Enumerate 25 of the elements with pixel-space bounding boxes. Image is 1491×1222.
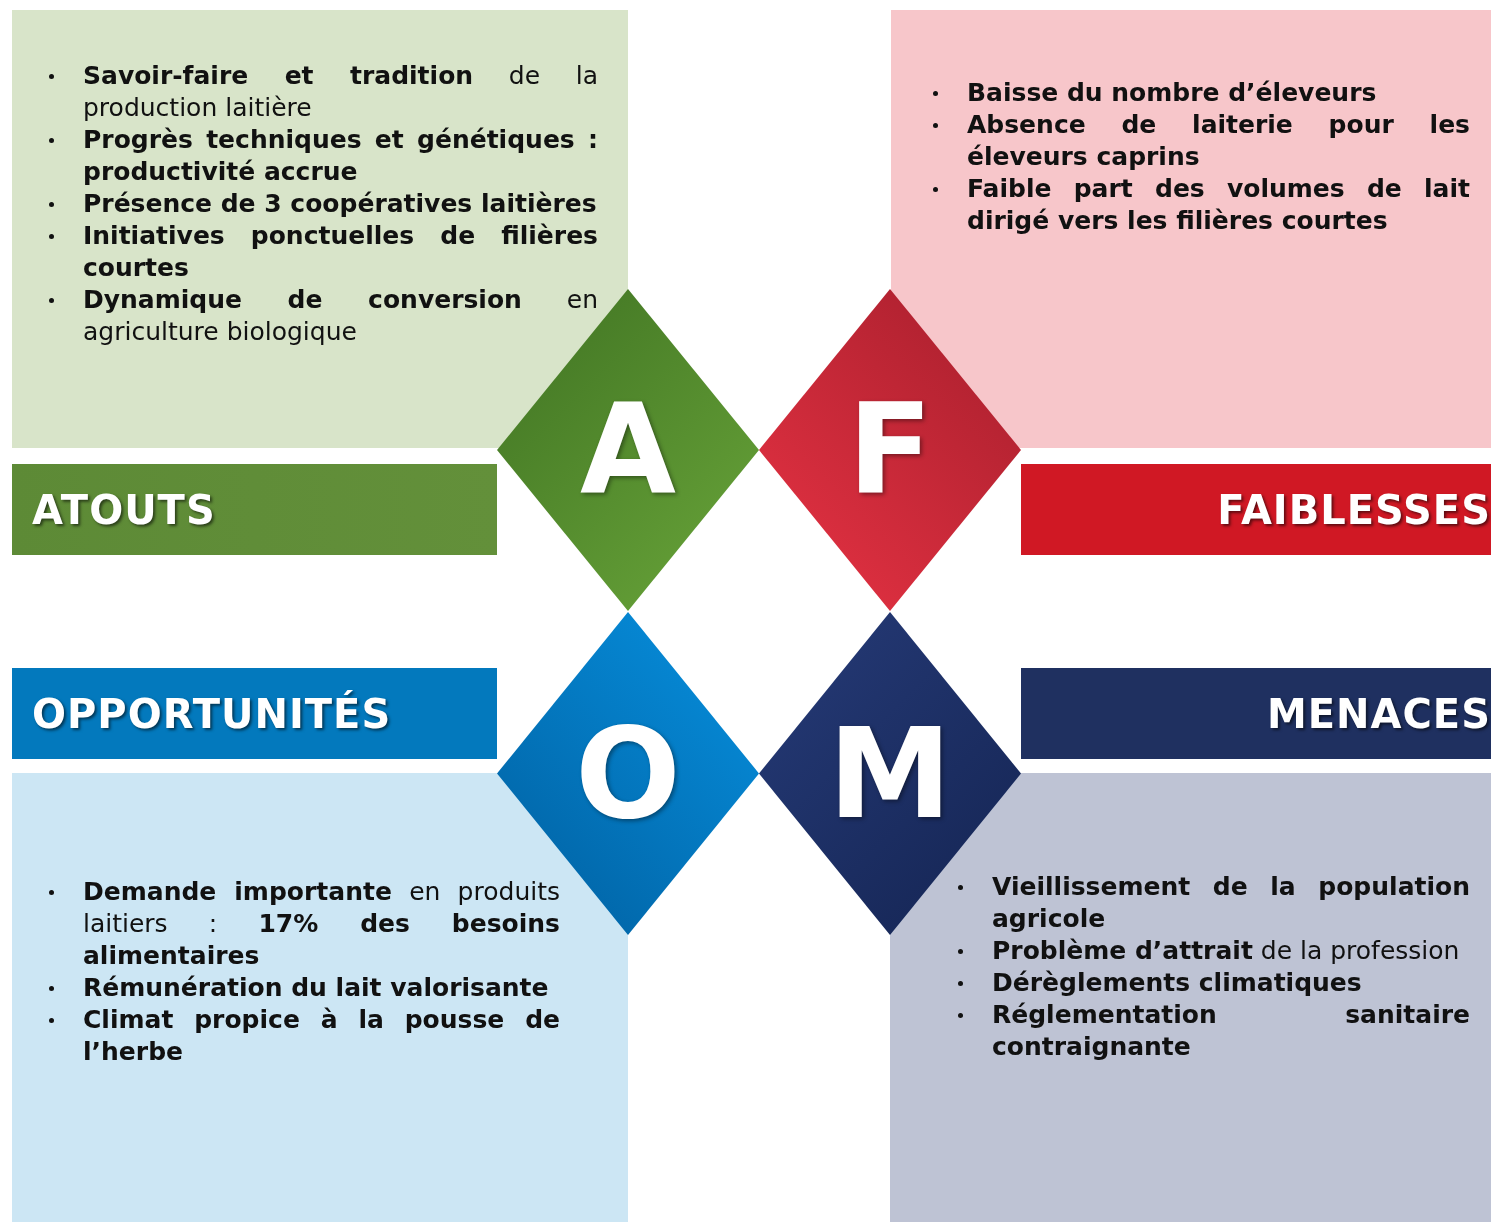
bullet-item: Faible part des volumes de lait dirigé vers les filières courtes [967, 173, 1470, 237]
heading-text: ATOUTS [32, 485, 216, 535]
bullet-item: Climat propice à la pousse de l’herbe [83, 1004, 560, 1068]
bullet-item: Rémunération du lait valorisante [83, 972, 550, 1004]
bullet-item: Problème d’attrait de la profession [992, 935, 1461, 967]
letter: O [575, 711, 681, 836]
bullet-item: Demande importante en produits laitiers : 17% des besoins alimentaires [83, 876, 560, 972]
bullet-item: Absence de laiterie pour les éleveurs caprins [967, 109, 1470, 173]
bullet-item: Dérèglements climatiques [992, 967, 1363, 999]
letter: A [580, 388, 676, 512]
heading-text: OPPORTUNITÉS [32, 689, 392, 739]
letter: M [828, 711, 952, 836]
letter: F [847, 388, 933, 512]
heading-band [1021, 668, 1491, 759]
heading-band [1021, 464, 1491, 555]
heading-text: FAIBLESSES [1217, 485, 1491, 535]
bullet-item: Présence de 3 coopératives laitières [83, 188, 598, 220]
heading-band [12, 668, 497, 759]
bullet-item: Dynamique de conversion en agriculture biologique [83, 284, 598, 348]
bullet-item: Progrès techniques et génétiques : productivité accrue [83, 124, 598, 188]
heading-text: MENACES [1266, 689, 1491, 739]
heading-band [12, 464, 497, 555]
bullet-item: Savoir-faire et tradition de la production laitière [83, 60, 598, 124]
bullet-item: Réglementation sanitaire contraignante [992, 999, 1470, 1063]
bullet-item: Baisse du nombre d’éleveurs [967, 77, 1378, 109]
